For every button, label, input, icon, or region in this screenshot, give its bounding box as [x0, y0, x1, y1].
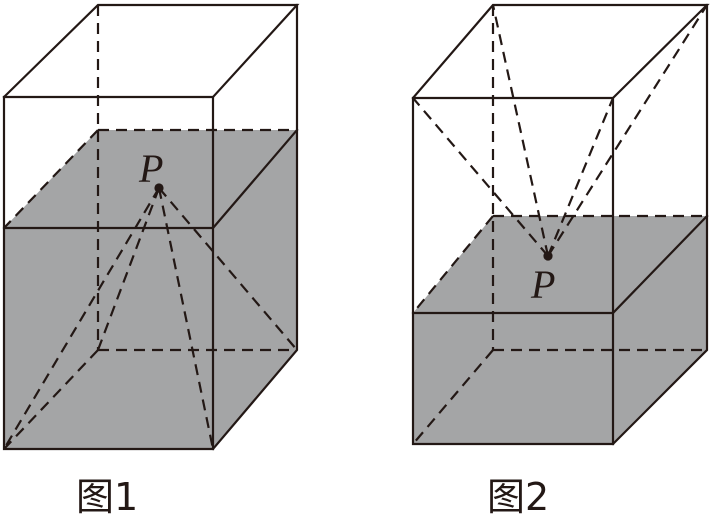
- pyramid-edge-1a: [3, 187, 160, 450]
- pyramid-edge-2c: [547, 4, 708, 257]
- box-right-edges-2: [611, 3, 709, 446]
- water-right-face-1: [213, 130, 297, 449]
- water-level-front-1: [2, 128, 299, 230]
- pyramid-edge-1b: [157, 187, 215, 450]
- point-p-label-1: P: [138, 146, 163, 191]
- pyramid-edge-2b: [546, 97, 615, 257]
- box-right-edges-1: [211, 3, 299, 451]
- hidden-bottom-left-edge-1: [3, 349, 99, 450]
- box-top-edges-1: [2, 3, 300, 99]
- figure-1: P 图1: [2, 3, 300, 519]
- point-p-1: [154, 183, 164, 193]
- water-right-face-2: [613, 216, 707, 444]
- water-left-edge-2: [412, 215, 494, 314]
- water-level-front-2: [411, 214, 709, 315]
- hidden-bottom-left-edge-2: [412, 349, 494, 445]
- point-p-2: [543, 251, 553, 261]
- water-left-edge-1: [3, 129, 99, 229]
- figure-2: P 图2: [411, 3, 710, 519]
- figure-1-caption: 图1: [76, 475, 138, 519]
- point-p-label-2: P: [530, 262, 555, 307]
- water-front-face-2: [413, 313, 613, 444]
- box-top-edges-2: [411, 3, 710, 100]
- pyramid-edge-2d: [491, 4, 550, 257]
- figure-2-caption: 图2: [487, 475, 549, 519]
- water-top-surface-2: [413, 216, 707, 313]
- water-top-surface-1: [4, 130, 297, 228]
- pyramid-edge-1d: [96, 187, 161, 351]
